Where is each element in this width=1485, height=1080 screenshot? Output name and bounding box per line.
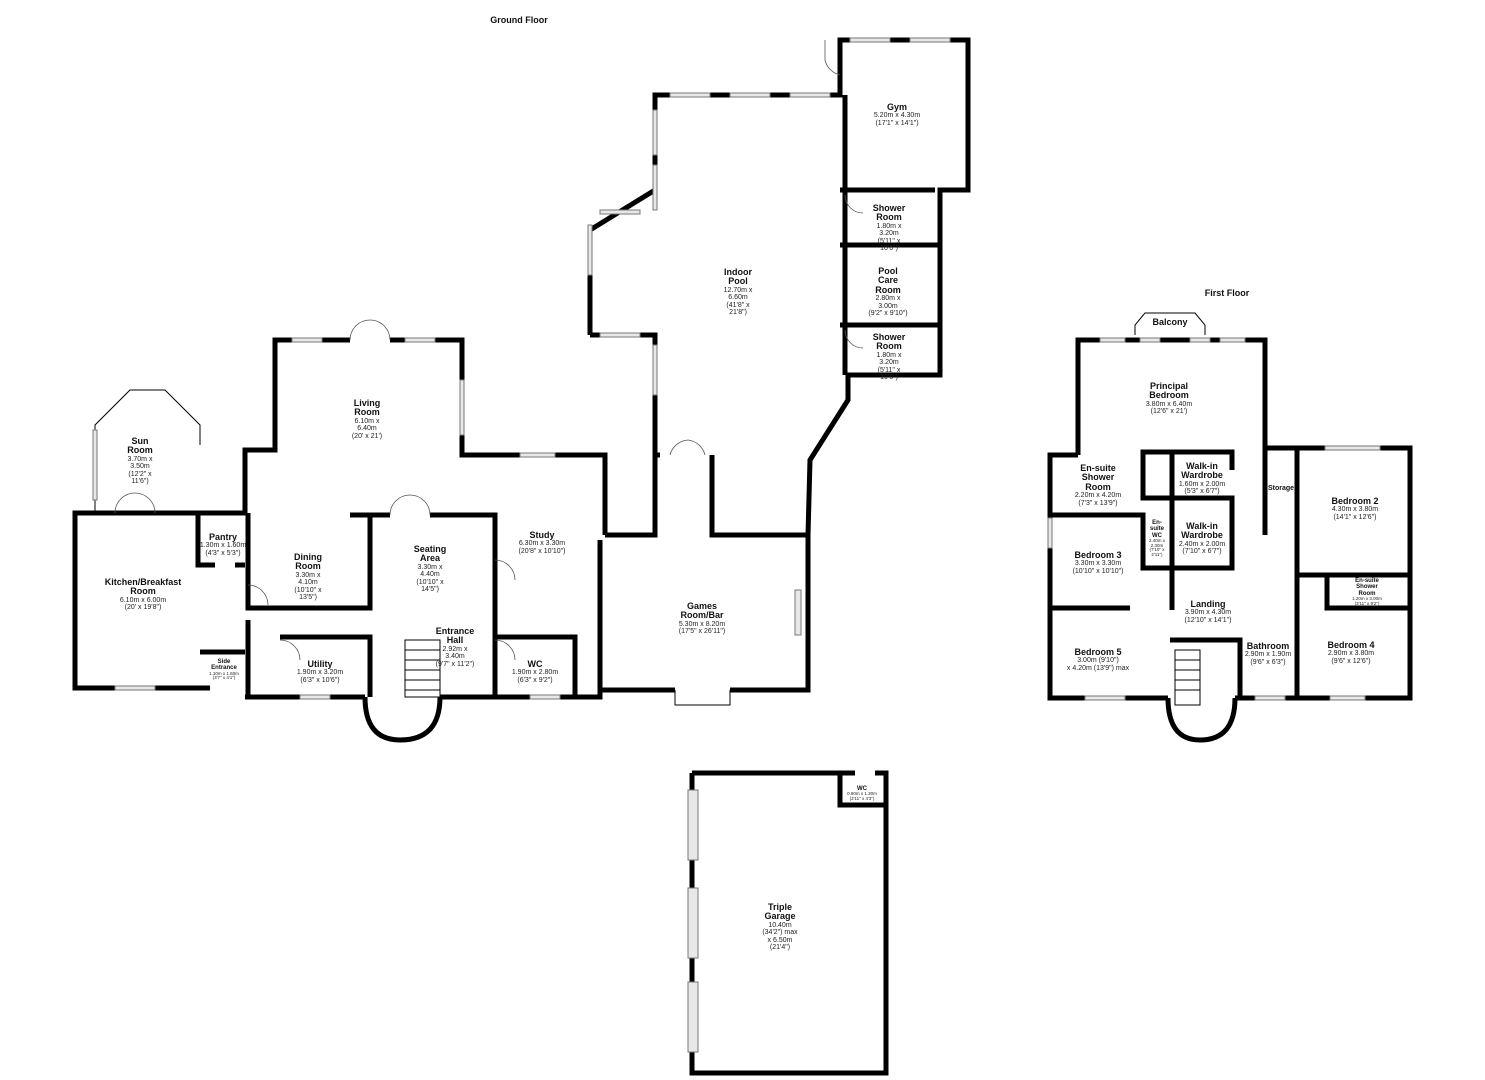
room-storage: Storage <box>1267 485 1295 492</box>
ground-floor-walls <box>72 37 971 743</box>
ground-floor-title: Ground Floor <box>490 15 548 25</box>
garage-walls <box>687 770 889 1076</box>
ground-floor-doors <box>114 40 864 661</box>
room-balcony: Balcony <box>1152 317 1188 327</box>
ground-floor-windows <box>92 37 951 700</box>
first-floor-title: First Floor <box>1204 288 1250 298</box>
first-floor-walls <box>1047 312 1413 743</box>
